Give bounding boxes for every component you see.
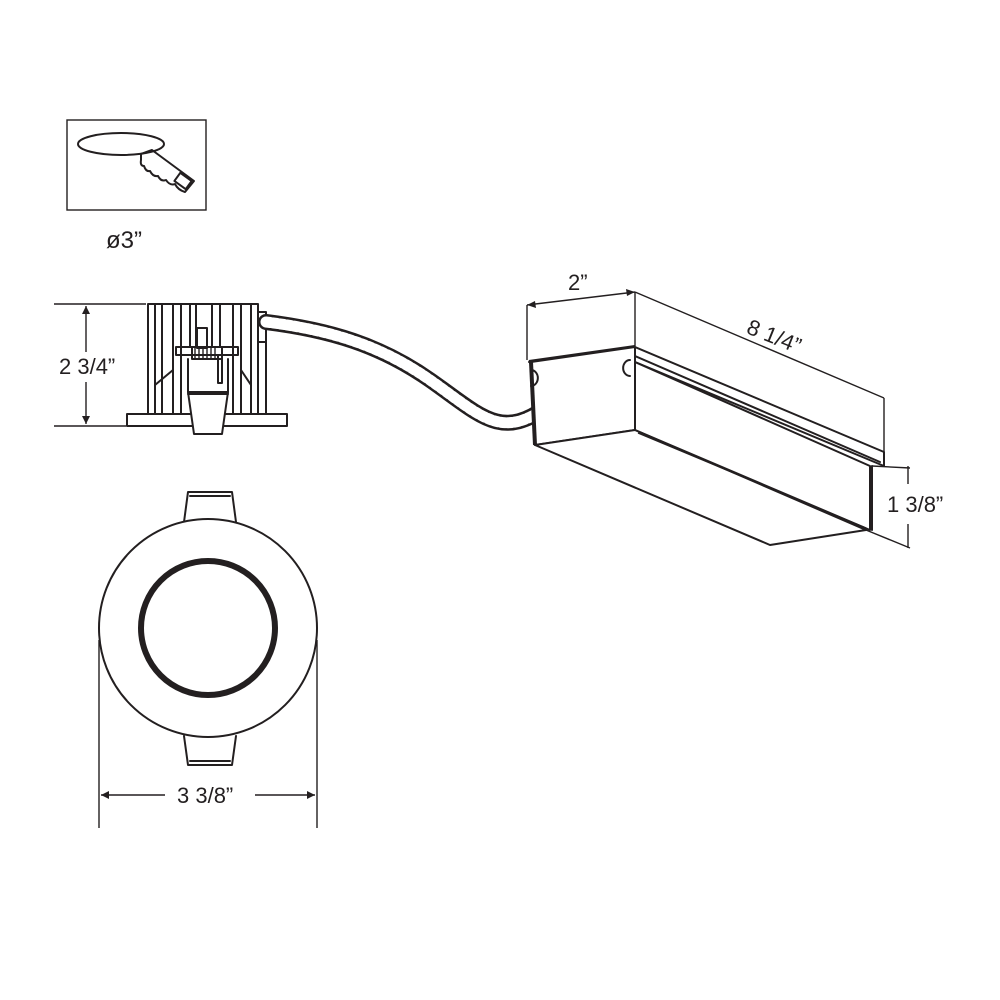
box-height-label: 1 3/8” bbox=[887, 492, 944, 517]
junction-box bbox=[526, 289, 911, 549]
fixture-front-view bbox=[98, 491, 318, 828]
flexible-conduit bbox=[258, 314, 555, 431]
cutout-diameter-label: ø3” bbox=[106, 227, 142, 254]
side-height-label: 2 3/4” bbox=[59, 354, 116, 379]
saw-cutout-icon bbox=[66, 119, 207, 211]
fixture-side-view bbox=[54, 303, 288, 435]
trim-diameter-label: 3 3/8” bbox=[177, 783, 234, 808]
box-width-label: 2” bbox=[568, 270, 588, 295]
